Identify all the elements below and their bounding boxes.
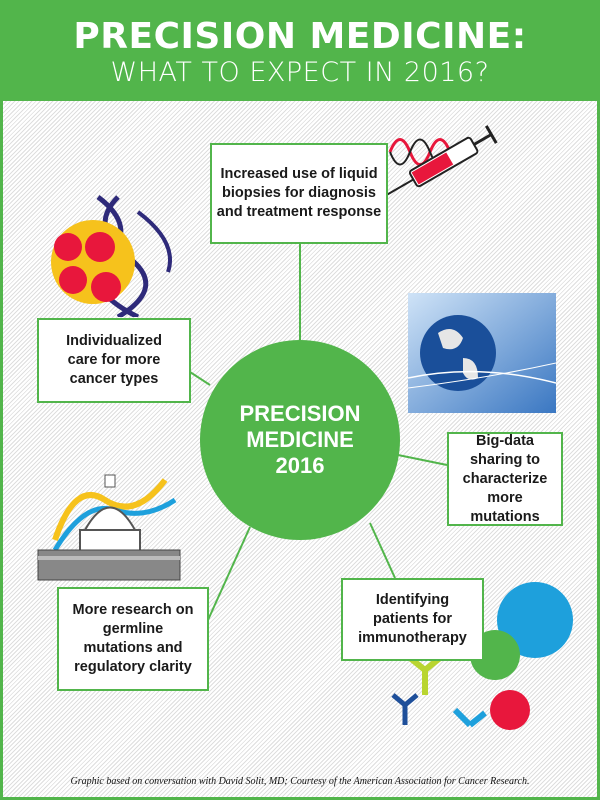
connector-right (397, 454, 448, 466)
connector-bottom-right (369, 522, 396, 579)
item-label: More research on germline mutations and … (72, 602, 194, 675)
item-label: Individualized care for more cancer type… (66, 333, 162, 387)
title: PRECISION MEDICINE: (73, 16, 527, 57)
item-liquid-biopsies: Increased use of liquid biopsies for dia… (210, 143, 388, 244)
item-big-data: Big-data sharing to characterize more mu… (447, 432, 563, 526)
header: PRECISION MEDICINE: WHAT TO EXPECT IN 20… (0, 0, 600, 100)
footer-credit: Graphic based on conversation with David… (70, 776, 530, 787)
dna-cells-icon (51, 195, 172, 317)
item-label: Big-data sharing to characterize more mu… (462, 432, 548, 525)
item-immunotherapy: Identifying patients for immunotherapy (341, 578, 484, 661)
item-label: Identifying patients for immunotherapy (358, 592, 467, 646)
connector-left (189, 371, 211, 386)
subtitle: WHAT TO EXPECT IN 2016? (110, 57, 490, 88)
capitol-dna-icon (37, 474, 181, 581)
item-label: Increased use of liquid biopsies for dia… (216, 166, 382, 220)
center-circle: PRECISION MEDICINE 2016 (200, 340, 400, 540)
item-germline-research: More research on germline mutations and … (57, 587, 209, 691)
item-individualized-care: Individualized care for more cancer type… (37, 318, 191, 403)
syringe-icon (386, 125, 498, 196)
globe-network-icon (408, 293, 556, 413)
connector-bottom-left (207, 526, 251, 621)
